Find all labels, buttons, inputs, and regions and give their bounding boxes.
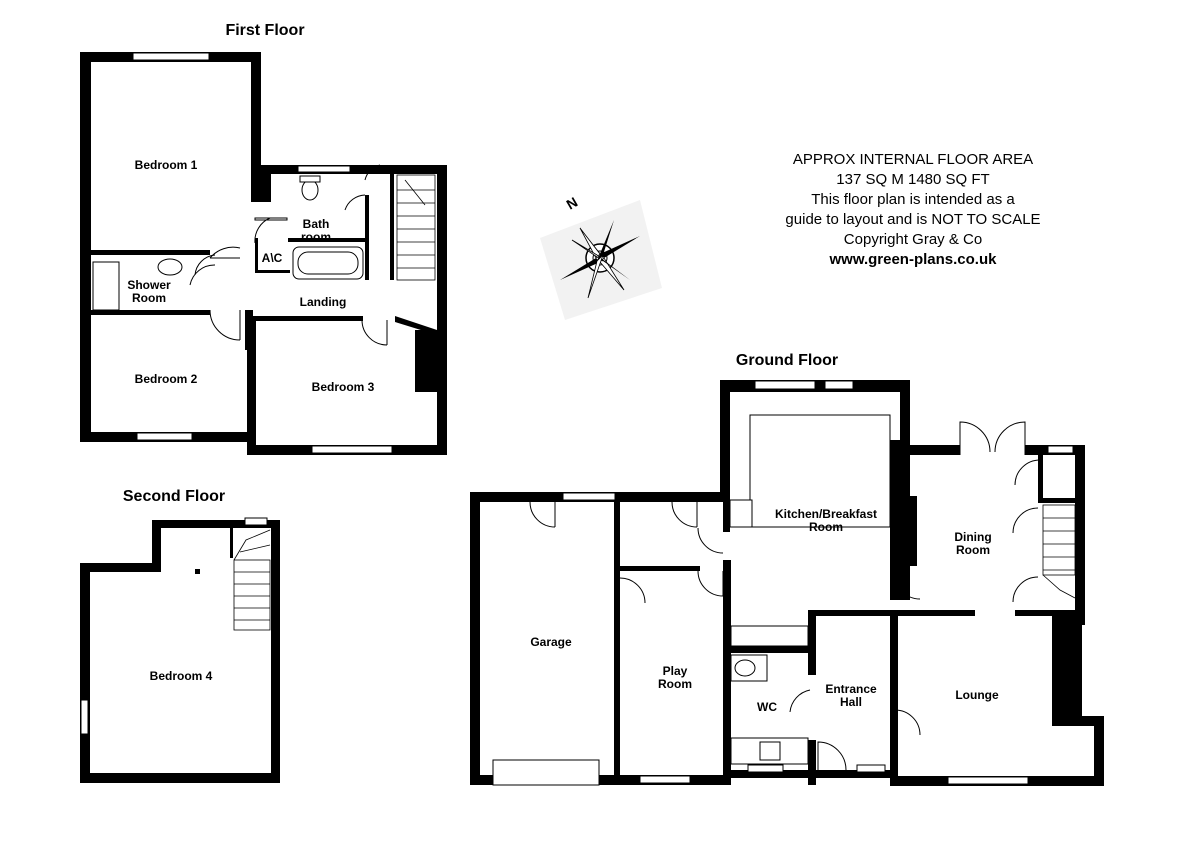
first-floor-plan: First Floor [80,22,447,455]
ac-label: A\C [262,251,283,265]
bedroom-1-label: Bedroom 1 [135,158,198,172]
garage-door [492,759,600,786]
bedroom-4-window [80,699,89,735]
second-floor-plan: Second Floor Bedroom 4 [80,488,280,783]
first-floor-doors [189,164,388,346]
ground-floor-stairs [1042,504,1076,599]
bedroom-2-label: Bedroom 2 [135,372,198,386]
info-disclaimer-line1: This floor plan is intended as a [811,191,1015,208]
bedroom-3-window [311,445,393,454]
ground-floor-plan: Ground Floor [470,352,1104,786]
bath-room-label-line1: Bath [303,217,330,231]
garage-label: Garage [530,635,572,649]
ground-floor-fixtures [729,414,891,765]
play-room-label-line2: Room [658,677,692,691]
dining-room-label-line1: Dining [954,530,991,544]
kitchen-label-line2: Room [809,520,843,534]
first-floor-title: First Floor [225,22,304,39]
info-floor-area-value: 137 SQ M 1480 SQ FT [836,171,989,188]
info-copyright: Copyright Gray & Co [844,231,982,248]
bathroom-window [297,165,351,173]
shower-room-label-line2: Room [132,291,166,305]
bedroom-4-roof-window [244,517,268,526]
landing-label: Landing [300,295,347,309]
entrance-hall-label-line2: Hall [840,695,862,709]
second-floor-stairs [233,529,271,631]
info-website: www.green-plans.co.uk [829,251,998,268]
kitchen-label-line1: Kitchen/Breakfast [775,507,877,521]
ground-floor-windows [492,380,1074,786]
second-floor-walls [80,520,280,783]
ground-floor-doors [529,421,1041,771]
bedroom-1-window [132,52,210,61]
play-room-label-line1: Play [663,664,688,678]
bedroom-4-label: Bedroom 4 [150,669,213,683]
compass-rose-icon: N [540,194,662,320]
ground-floor-title: Ground Floor [736,352,838,369]
bedroom-3-label: Bedroom 3 [312,380,375,394]
dining-room-label-line2: Room [956,543,990,557]
wc-label: WC [757,700,777,714]
first-floor-stairs [396,174,436,281]
info-floor-area-title: APPROX INTERNAL FLOOR AREA [793,151,1033,168]
entrance-hall-label-line1: Entrance [825,682,877,696]
shower-room-label-line1: Shower [127,278,171,292]
compass-north-label: N [564,194,581,213]
lounge-label: Lounge [955,688,999,702]
second-floor-title: Second Floor [123,488,225,505]
bedroom-2-window [136,432,193,441]
info-block: APPROX INTERNAL FLOOR AREA 137 SQ M 1480… [785,151,1040,268]
bathroom-fixtures [92,175,364,311]
bath-room-label-line2: room [301,230,331,244]
info-disclaimer-line2: guide to layout and is NOT TO SCALE [785,211,1040,228]
